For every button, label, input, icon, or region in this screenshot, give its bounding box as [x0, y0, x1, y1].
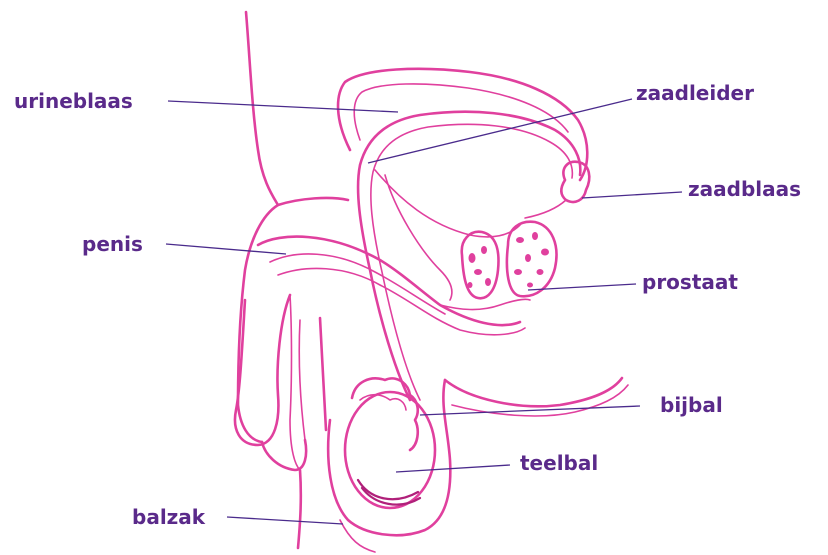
epididymis-shape: [352, 378, 418, 450]
testis-shading: [358, 480, 418, 499]
urethra-path: [440, 299, 530, 309]
leader-zaadleider: [368, 99, 632, 163]
penis-shaft-mid: [270, 254, 445, 314]
penis-lower-line: [320, 318, 326, 430]
scrotum-outline: [298, 470, 301, 548]
label-prostaat: prostaat: [642, 270, 738, 294]
leader-urineblaas: [168, 101, 398, 112]
scrotum-inner: [340, 520, 375, 552]
testis-shape: [345, 392, 435, 508]
bladder-base: [375, 170, 520, 237]
penis-inner-curve: [299, 320, 305, 440]
penis-shaft-top: [258, 237, 520, 326]
label-bijbal: bijbal: [660, 393, 723, 417]
leader-teelbal: [396, 465, 510, 472]
prostate-left-lobe: [462, 232, 499, 299]
penis-urethra: [290, 295, 300, 470]
scrotum-back: [445, 378, 622, 406]
body-outline: [238, 12, 278, 442]
leader-balzak: [227, 517, 343, 524]
bladder-neck: [385, 175, 452, 300]
scrotum-back-lower: [452, 385, 628, 416]
penis-upper-contour: [278, 198, 348, 205]
label-penis: penis: [82, 232, 143, 256]
label-zaadblaas: zaadblaas: [688, 177, 801, 201]
leader-penis: [166, 244, 286, 254]
seminal-vesicle-duct: [525, 200, 566, 218]
labels: urineblaas zaadleider zaadblaas penis pr…: [14, 81, 801, 529]
label-teelbal: teelbal: [520, 451, 598, 475]
epididymis-detail: [360, 395, 406, 410]
leader-zaadblaas: [582, 192, 682, 198]
penis-glans-tip: [262, 440, 306, 470]
label-zaadleider: zaadleider: [636, 81, 754, 105]
label-urineblaas: urineblaas: [14, 89, 133, 113]
penis-glans: [235, 295, 290, 445]
label-balzak: balzak: [132, 505, 206, 529]
